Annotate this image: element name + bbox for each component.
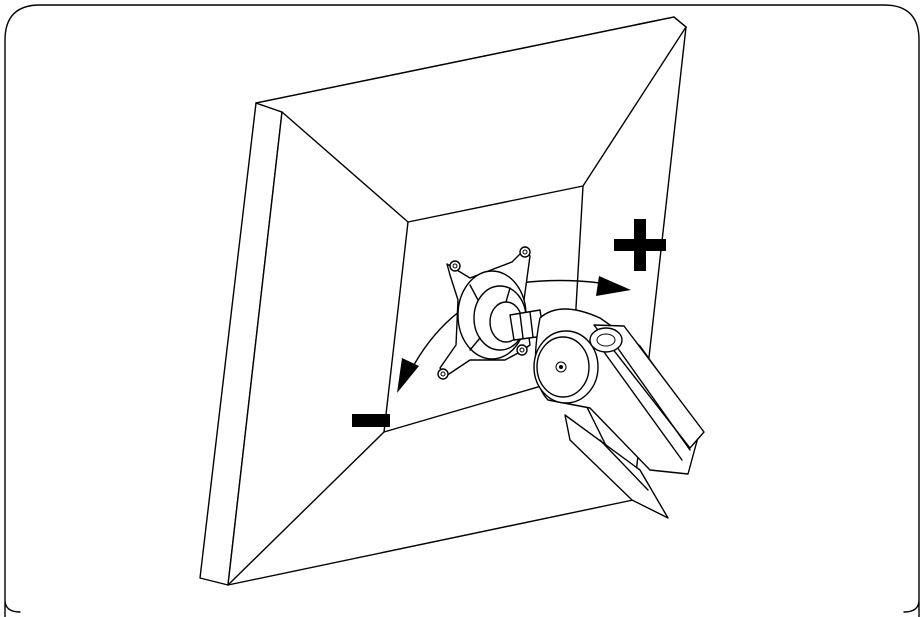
rotate-clockwise-arrow-icon [519, 276, 631, 296]
monitor-arm [533, 308, 705, 519]
monitor-back [199, 16, 687, 586]
vesa-bracket [437, 246, 531, 380]
outer-frame [4, 4, 920, 617]
plus-sign [614, 219, 666, 271]
minus-sign [352, 414, 390, 427]
